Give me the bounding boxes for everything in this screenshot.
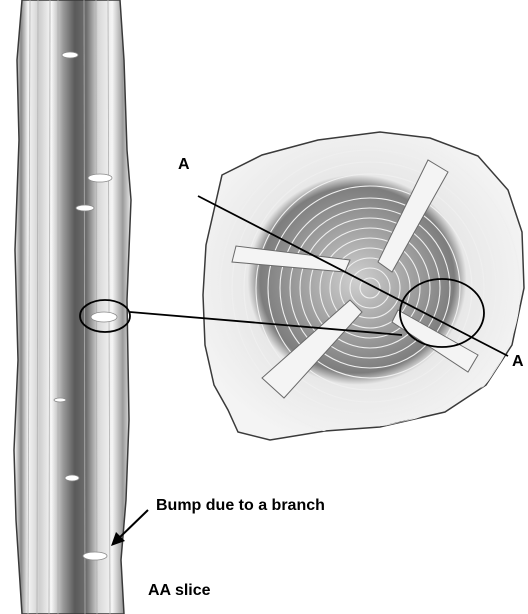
log-body [14,0,131,614]
log-section [14,0,131,614]
section-label-a-end: A [512,353,524,371]
section-label-a-start: A [178,156,190,174]
cross-section-slice [203,132,524,440]
slice-caption: AA slice [148,582,211,600]
bump-annotation: Bump due to a branch [156,497,325,515]
